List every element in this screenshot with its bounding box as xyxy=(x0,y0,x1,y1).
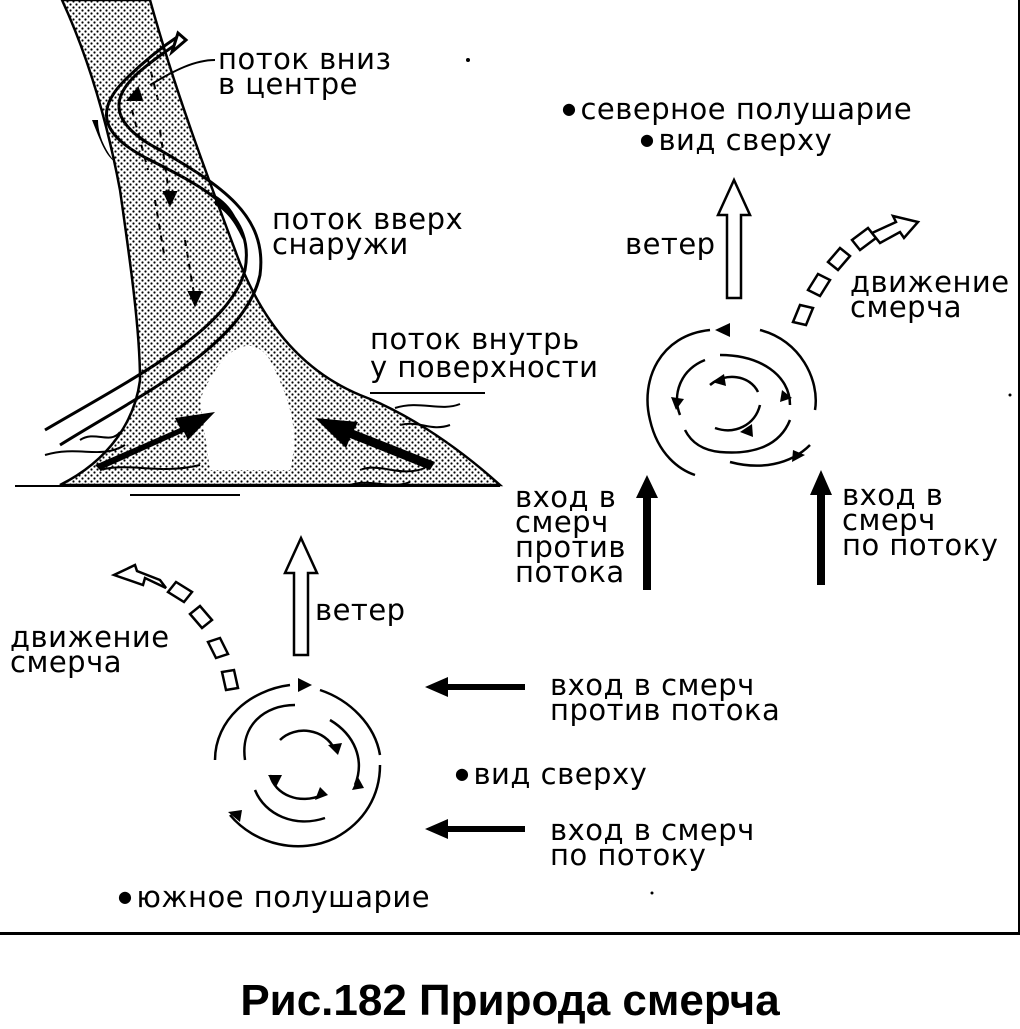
northern-vortex xyxy=(646,328,817,477)
north-motion-arrow xyxy=(791,214,921,327)
label-flow-down-center: поток вниз в центре xyxy=(218,42,392,101)
label-southern-hemisphere: южное полушарие xyxy=(118,883,430,914)
figure-caption: Рис.182 Природа смерча xyxy=(240,976,780,1025)
label-flow-inward-surface-1: поток внутрь xyxy=(370,322,580,356)
label-entry-with-flow-south: вход в смерч по потоку xyxy=(550,813,755,872)
spiral-updraft-band xyxy=(44,30,263,447)
speck xyxy=(1008,393,1012,397)
leader-lines xyxy=(149,59,485,394)
label-entry-against-flow-north: вход в смерч против потока xyxy=(515,480,626,589)
northern-vortex-arrowheads xyxy=(671,323,805,462)
tornado-diagram xyxy=(15,0,1012,895)
southern-vortex xyxy=(213,683,382,848)
tornado-funnel xyxy=(59,0,504,487)
speck xyxy=(650,891,654,895)
label-entry-against-flow-south: вход в смерч против потока xyxy=(550,668,781,727)
figure-frame xyxy=(0,0,1020,935)
speck xyxy=(466,58,470,62)
downflow-arrows xyxy=(125,59,203,308)
label-entry-with-flow-north: вход в смерч по потоку xyxy=(842,478,999,562)
label-flow-up-outside: поток вверх снаружи xyxy=(272,202,464,261)
north-inflow-arrows xyxy=(636,470,832,590)
label-view-from-above-north: вид сверху xyxy=(640,126,832,157)
label-wind-north: ветер xyxy=(625,227,716,261)
ground-lines xyxy=(15,403,500,496)
label-view-from-above-south: вид сверху xyxy=(455,760,647,791)
label-wind-south: ветер xyxy=(315,593,406,627)
label-tornado-motion-south: движение смерча xyxy=(10,620,170,679)
south-inflow-arrows xyxy=(425,677,525,839)
label-northern-hemisphere: северное полушарие xyxy=(562,95,912,126)
label-flow-inward-surface-2: у поверхности xyxy=(370,350,599,384)
south-wind-arrow xyxy=(283,534,319,657)
south-motion-arrow xyxy=(110,563,240,692)
southern-vortex-arrowheads xyxy=(228,678,364,822)
north-wind-arrow xyxy=(716,176,752,300)
spiral-shadow-patches xyxy=(92,120,243,240)
surface-inflow-arrows xyxy=(95,412,435,470)
label-tornado-motion-north: движение смерча xyxy=(850,265,1010,324)
